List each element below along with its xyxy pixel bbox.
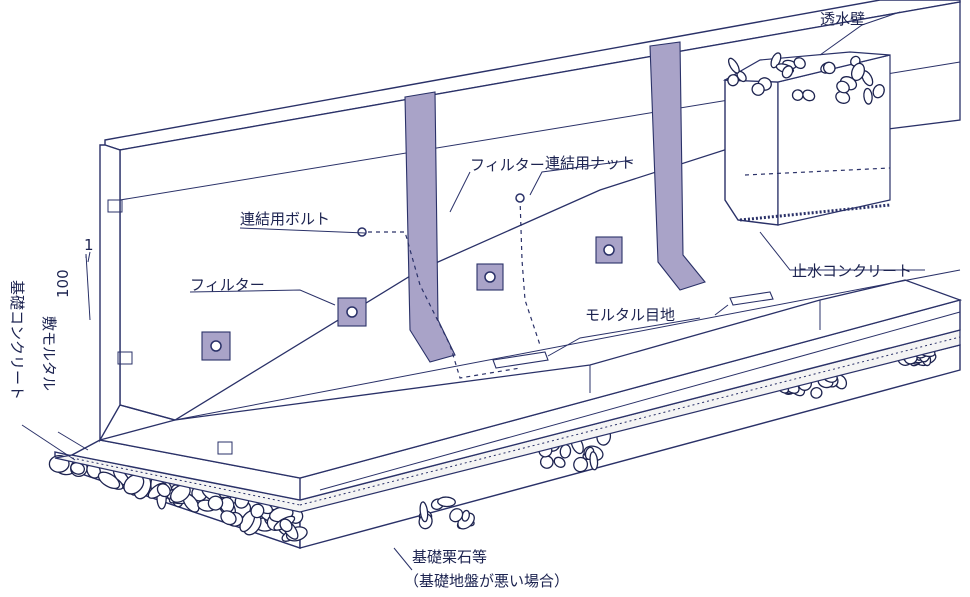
gravel-stone <box>553 456 566 468</box>
weep-hole-filter-2 <box>337 297 367 327</box>
filter-band-2 <box>649 41 706 291</box>
label-bed-mortar: 敷モルタル <box>40 316 58 391</box>
gravel-stone <box>791 89 804 101</box>
weep-hole-filter-4 <box>595 236 623 264</box>
gravel-stone <box>156 483 171 498</box>
gravel-stone <box>822 61 836 75</box>
label-slope-one: 1 <box>84 236 94 254</box>
weep-hole-filter-1 <box>201 331 231 361</box>
leader-lines <box>21 11 925 571</box>
label-connecting-nut: 連結用ナット <box>545 154 635 172</box>
labels: 透水壁 フィルター 連結用ナット 連結用ボルト フィルター 止水コンクリート モ… <box>8 10 912 590</box>
gravel-stone <box>449 508 464 523</box>
gravel-stone <box>250 503 265 519</box>
label-filter-left: フィルター <box>190 276 265 294</box>
gravel-stone <box>589 451 599 471</box>
gravel-stone <box>836 80 850 94</box>
label-permeable-wall: 透水壁 <box>820 10 865 28</box>
gravel-stone <box>279 518 293 533</box>
gravel-stone <box>573 456 589 473</box>
gravel-stone <box>220 510 237 526</box>
permeable-wall-stones <box>727 52 885 105</box>
label-mortar-joint: モルタル目地 <box>585 306 675 324</box>
gravel-stone <box>437 496 456 508</box>
gravel-stone <box>97 471 121 490</box>
label-filter-top: フィルター <box>470 156 545 174</box>
label-connecting-bolt: 連結用ボルト <box>240 210 330 228</box>
label-foundation-concrete: 基礎コンクリート <box>8 280 26 400</box>
gravel-stone <box>419 501 429 523</box>
label-slope-hundred: 100 <box>54 269 72 298</box>
gravel-stone <box>802 89 816 102</box>
weep-hole-filter-3 <box>476 263 504 291</box>
gravel-stone <box>850 62 866 82</box>
gravel-stone <box>863 87 873 105</box>
footing-slab <box>69 279 963 501</box>
gravel-stone <box>810 387 823 399</box>
gravel-stone <box>727 57 740 74</box>
filter-band-1 <box>404 91 456 363</box>
gravel-stone <box>872 84 885 99</box>
label-foundation-gravel-note: （基礎地盤が悪い場合） <box>404 572 569 590</box>
gravel-stone <box>751 82 765 96</box>
gravel-stone <box>207 495 224 511</box>
label-cutoff-concrete: 止水コンクリート <box>792 262 912 280</box>
hidden-connector-lines <box>357 193 774 379</box>
gravel-stone <box>781 65 794 79</box>
gravel-stone <box>793 57 806 70</box>
label-foundation-gravel: 基礎栗石等 <box>412 548 487 566</box>
gravel-stone <box>727 74 739 87</box>
